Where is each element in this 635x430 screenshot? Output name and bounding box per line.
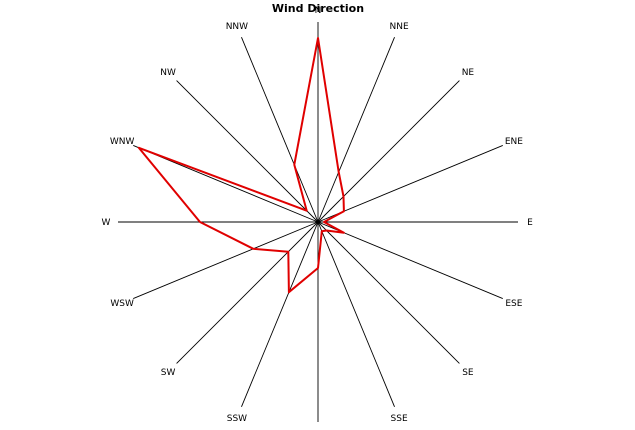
chart-title: Wind Direction xyxy=(272,2,364,15)
direction-label-sse: SSE xyxy=(391,414,408,424)
direction-label-se: SE xyxy=(462,368,474,378)
direction-label-sw: SW xyxy=(161,368,176,378)
direction-label-nw: NW xyxy=(160,68,176,78)
direction-label-nne: NNE xyxy=(390,22,409,32)
direction-label-w: W xyxy=(102,218,111,228)
series-layer xyxy=(137,37,345,294)
direction-label-ne: NE xyxy=(462,68,475,78)
series-polygon xyxy=(137,37,345,294)
direction-spokes xyxy=(118,22,518,422)
spoke-sw xyxy=(176,221,319,364)
direction-label-e: E xyxy=(527,218,533,228)
spoke-sse xyxy=(317,221,395,407)
direction-label-wsw: WSW xyxy=(110,299,134,309)
direction-label-ene: ENE xyxy=(505,137,523,147)
spoke-se xyxy=(317,221,460,364)
spoke-ssw xyxy=(241,221,319,407)
direction-label-wnw: WNW xyxy=(110,137,135,147)
direction-label-ese: ESE xyxy=(505,299,522,309)
spoke-ese xyxy=(317,221,503,299)
spoke-nne xyxy=(317,37,395,223)
direction-label-nnw: NNW xyxy=(226,22,248,32)
spoke-ene xyxy=(317,145,503,223)
spoke-ne xyxy=(317,80,460,223)
spoke-nnw xyxy=(241,37,319,223)
direction-label-ssw: SSW xyxy=(227,414,247,424)
direction-label-n: N xyxy=(315,6,322,16)
spoke-nw xyxy=(176,80,319,223)
spoke-wsw xyxy=(133,221,319,299)
direction-labels: NNNENEENEEESESESSESSSWSWWSWWWNWNWNNW xyxy=(102,6,534,424)
